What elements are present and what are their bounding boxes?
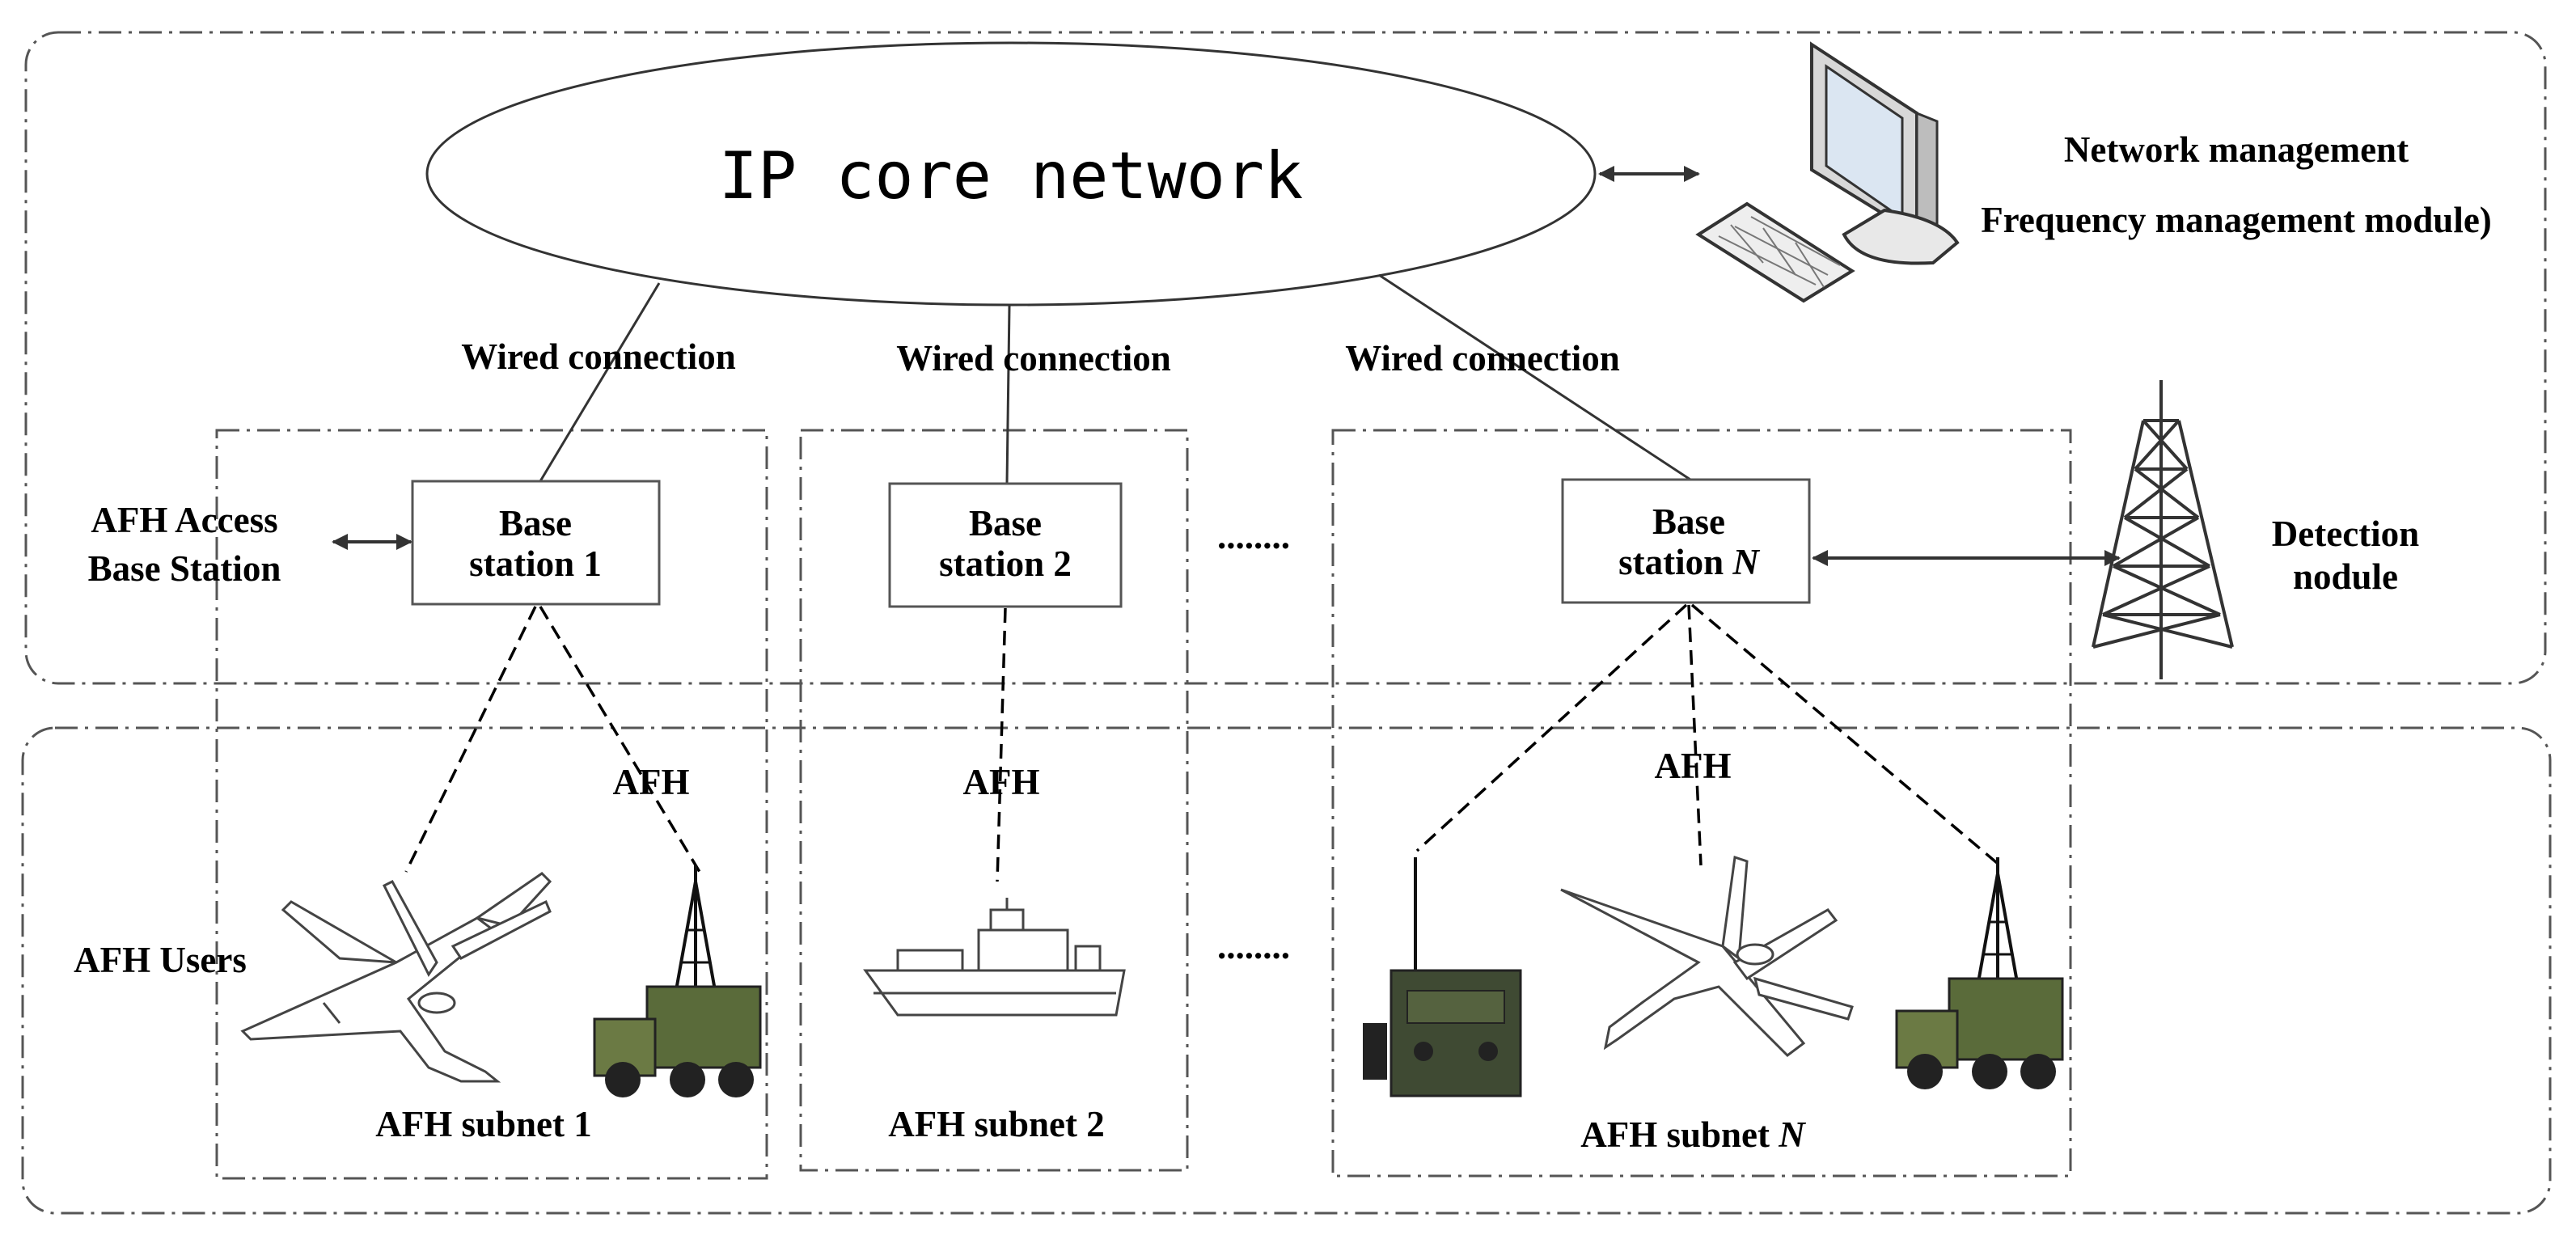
afh-link-na: [1415, 603, 1688, 852]
computer-icon: [1695, 41, 1960, 303]
subnet-box-n: [1331, 429, 2072, 1178]
afh-label-1: AFH: [613, 762, 690, 802]
base-station-n: Base station N: [1561, 478, 1811, 604]
management-line2: Frequency management module): [1981, 200, 2492, 240]
tower-icon: [2092, 380, 2234, 679]
ellipsis-top: ........: [1217, 516, 1290, 556]
infrastructure-region: [24, 31, 2547, 685]
wired-label-1: Wired connection: [461, 336, 736, 377]
wired-link-1: [539, 282, 661, 482]
subnet-box-2: [799, 429, 1189, 1172]
base-station-1-line1: Base: [499, 503, 572, 543]
base-station-2: Base station 2: [888, 482, 1123, 608]
afh-link-1a: [404, 606, 537, 873]
afh-link-2: [996, 607, 1007, 882]
access-label-line1: AFH Access: [91, 500, 277, 540]
afh-link-1b: [539, 606, 701, 873]
base-station-1: Base station 1: [411, 480, 661, 606]
base-station-2-line2: station 2: [939, 543, 1072, 584]
management-line1: Network management: [2064, 129, 2409, 170]
aircraft-icon: [240, 872, 552, 1083]
afh-link-nc: [1690, 603, 2003, 869]
afh-label-2: AFH: [963, 762, 1040, 802]
detection-label-line1: Detection: [2272, 514, 2419, 554]
aircraft-icon: [1560, 856, 1854, 1057]
ip-core-network: IP core network: [425, 41, 1597, 307]
access-label-line2: Base Station: [88, 548, 281, 589]
subnet-box-1: [215, 429, 768, 1180]
users-region: [21, 726, 2552, 1215]
truck-icon: [593, 865, 762, 1097]
ellipsis-bottom: ........: [1217, 926, 1290, 966]
subnet-label-n: AFH subnet N: [1580, 1114, 1806, 1155]
wired-link-n: [1378, 273, 1691, 481]
wired-link-2: [1005, 305, 1011, 484]
afh-label-n: AFH: [1655, 746, 1732, 786]
wired-label-n: Wired connection: [1345, 338, 1620, 378]
radio-icon: [1363, 857, 1522, 1097]
wired-label-2: Wired connection: [896, 338, 1171, 378]
users-label: AFH Users: [74, 940, 247, 980]
ship-icon: [863, 898, 1126, 1017]
afh-link-nb: [1687, 604, 1703, 866]
base-station-n-line2: station N: [1618, 542, 1760, 582]
base-station-2-line1: Base: [969, 503, 1042, 543]
subnet-label-1: AFH subnet 1: [375, 1104, 592, 1144]
truck-icon: [1895, 857, 2064, 1089]
detection-label-line2: nodule: [2293, 556, 2398, 597]
ip-core-network-label: IP core network: [719, 138, 1303, 214]
base-station-1-line2: station 1: [469, 543, 602, 584]
base-station-n-line1: Base: [1652, 501, 1725, 542]
subnet-label-2: AFH subnet 2: [888, 1104, 1105, 1144]
